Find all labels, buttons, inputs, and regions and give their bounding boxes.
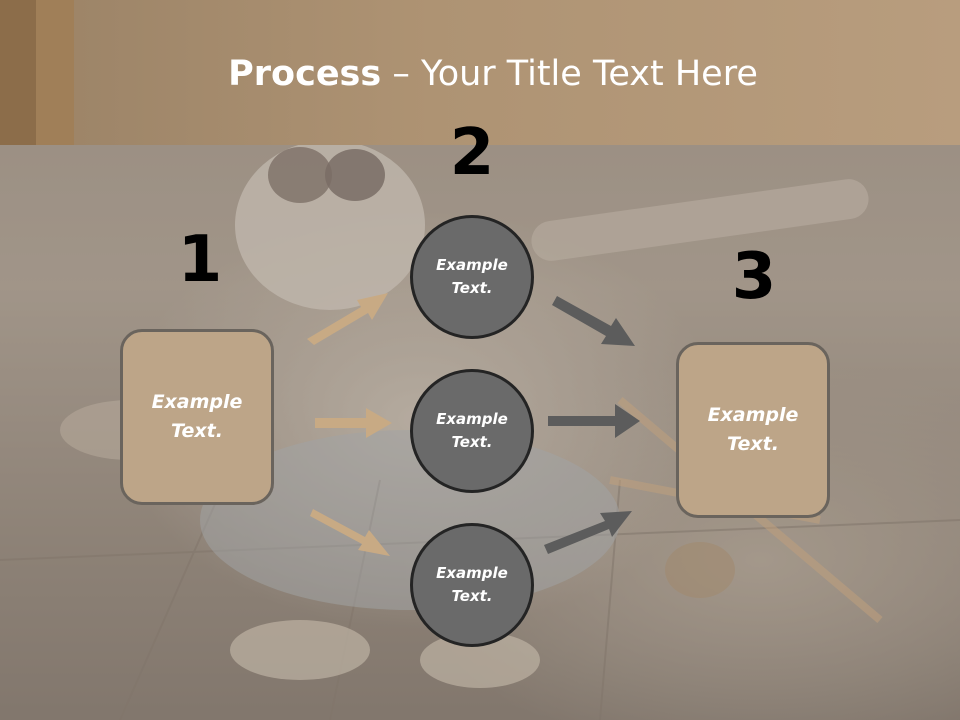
output-box: Example Text. xyxy=(676,342,830,518)
slide-title: Process – Your Title Text Here xyxy=(0,52,960,96)
step-number-1: 1 xyxy=(177,223,223,297)
arrow-from-circle-3 xyxy=(544,511,632,554)
banner-accent-strip xyxy=(36,0,74,145)
step-number-3: 3 xyxy=(731,240,777,314)
process-circle-1: Example Text. xyxy=(410,215,534,339)
input-box: Example Text. xyxy=(120,329,274,505)
process-circle-2: Example Text. xyxy=(410,369,534,493)
input-box-label: Example Text. xyxy=(151,391,243,442)
output-arrows xyxy=(544,296,640,554)
input-arrows xyxy=(307,293,392,556)
title-banner xyxy=(0,0,960,145)
arrow-from-circle-1 xyxy=(552,296,635,346)
banner-accent-strip xyxy=(0,0,36,145)
arrow-from-circle-2 xyxy=(548,404,640,438)
process-circle-label: Example Text. xyxy=(436,410,508,451)
process-circle-3: Example Text. xyxy=(410,523,534,647)
arrow-to-circle-3 xyxy=(310,509,390,556)
step-number-2: 2 xyxy=(449,116,495,190)
title-bold: Process xyxy=(228,54,382,94)
title-rest: – Your Title Text Here xyxy=(381,54,758,94)
arrow-to-circle-2 xyxy=(315,408,392,438)
process-circle-label: Example Text. xyxy=(436,256,508,297)
arrow-to-circle-1 xyxy=(307,293,388,345)
output-box-label: Example Text. xyxy=(707,404,799,455)
process-circle-label: Example Text. xyxy=(436,564,508,605)
